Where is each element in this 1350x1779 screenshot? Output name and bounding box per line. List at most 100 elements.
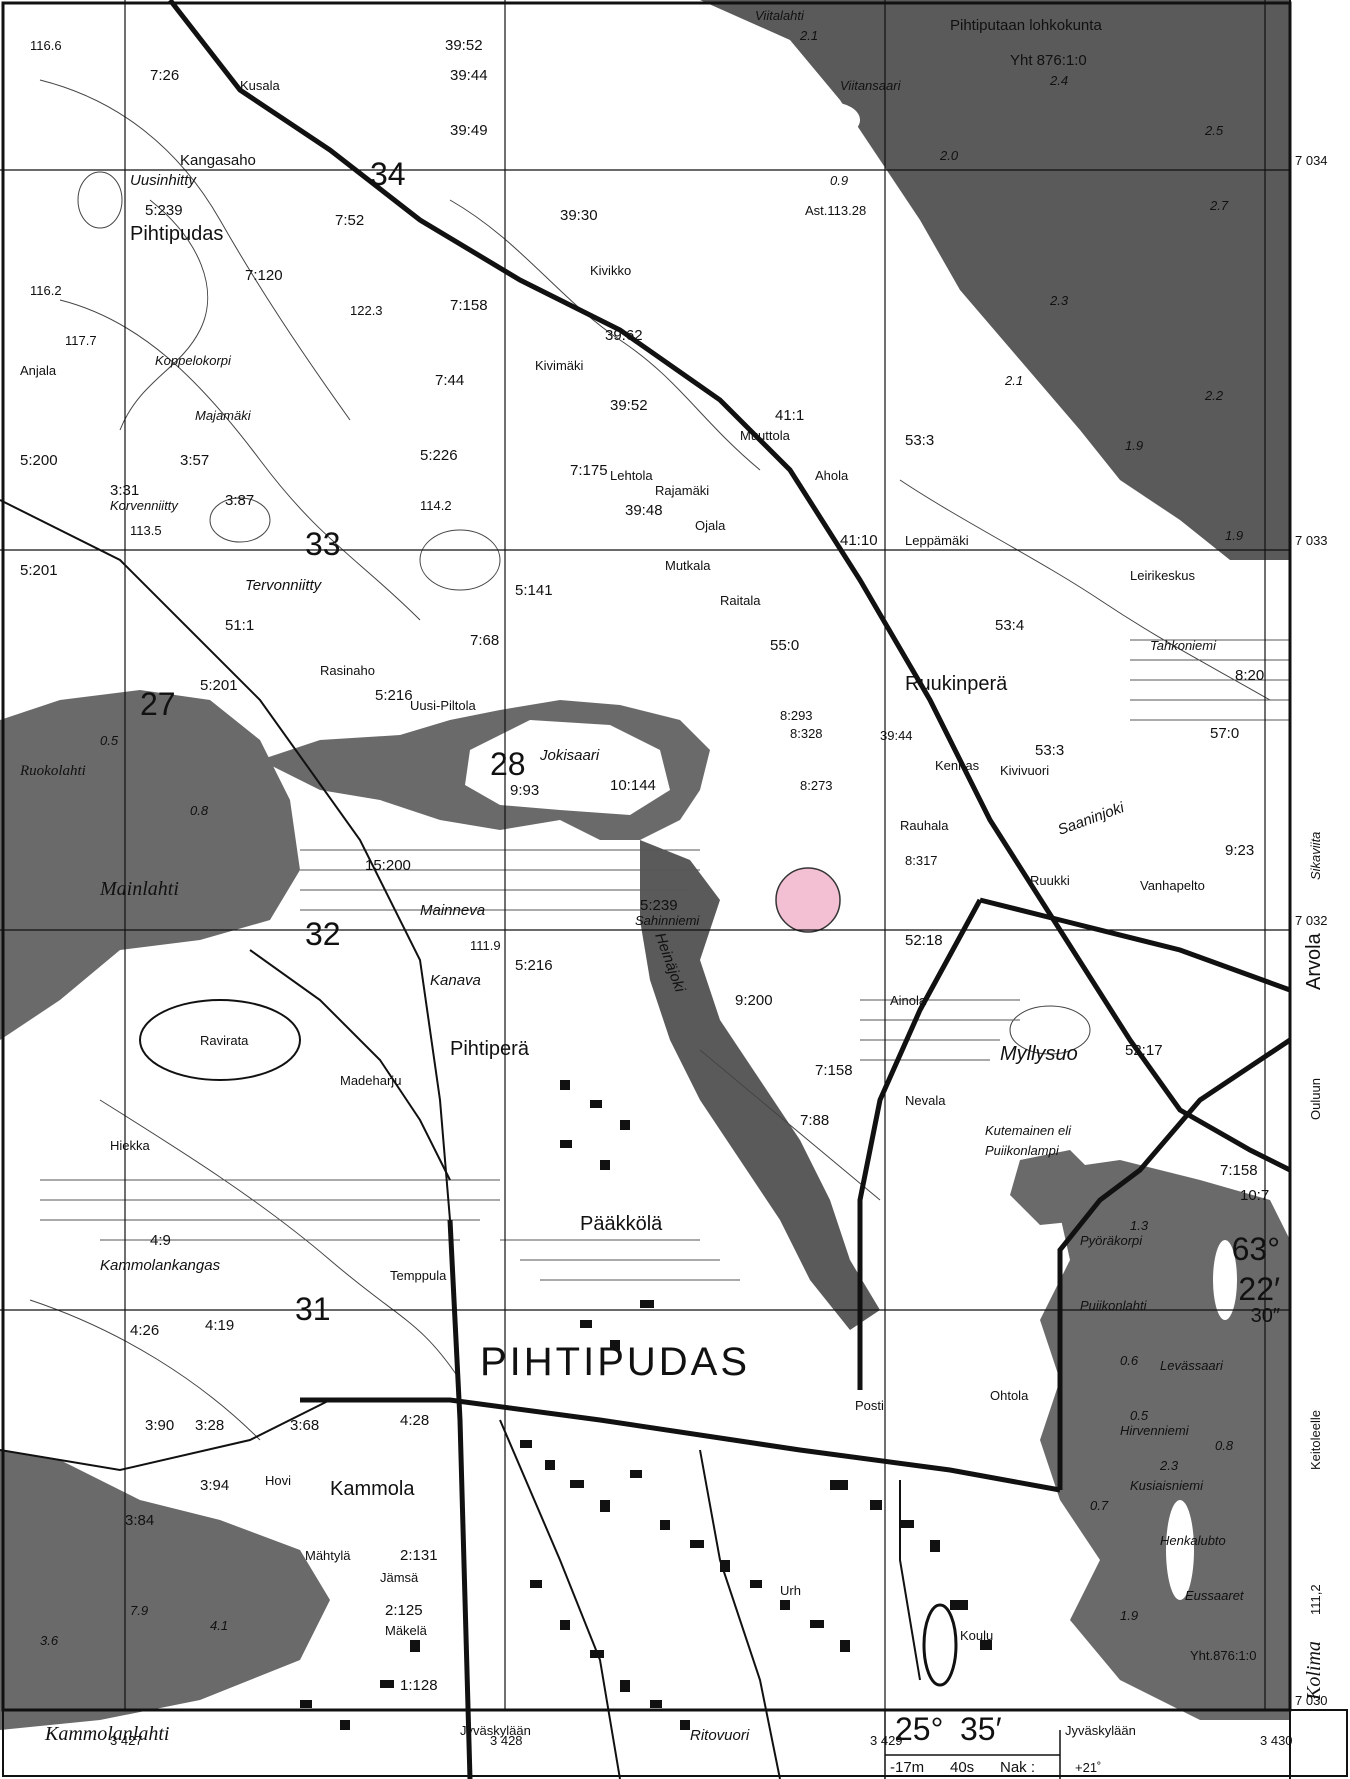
place-rauhala: Rauhala (900, 818, 949, 833)
parcel-number: 5:201 (20, 562, 58, 579)
place-kivivuori: Kivivuori (1000, 763, 1049, 778)
seconds: 40s (950, 1759, 974, 1776)
parcel-number: 8:273 (800, 778, 833, 793)
elevations: 116.6 116.2 117.7 113.5 122.3 114.2 111.… (30, 28, 1257, 1663)
parcel-number: 9:93 (510, 782, 539, 799)
depth: 0.5 (1130, 1408, 1149, 1423)
place-madeharju: Madeharju (340, 1073, 401, 1088)
place-paakkola: Pääkkölä (580, 1213, 663, 1235)
depth: 2.0 (939, 148, 959, 163)
parcel-number: 7:68 (470, 632, 499, 649)
place-kangasaho: Kangasaho (180, 152, 256, 169)
parcel-number: 39:49 (450, 122, 488, 139)
depth: 0.9 (830, 173, 848, 188)
square-27: 27 (140, 686, 176, 722)
island-viitansaari (800, 102, 860, 138)
place-kusala: Kusala (240, 78, 281, 93)
parcel-number: 52:18 (905, 932, 943, 949)
lake-puikonlampi (1010, 1150, 1100, 1225)
margin-jyvaskylaan-2: Jyväskylään (1065, 1723, 1136, 1738)
nak-label: Nak : (1000, 1759, 1035, 1776)
place-mahtyla: Mähtylä (305, 1548, 351, 1563)
place-temppula: Temppula (390, 1268, 447, 1283)
parcel-number: 3:84 (125, 1512, 154, 1529)
elevation: 113.5 (130, 523, 162, 538)
square-33: 33 (305, 526, 341, 562)
parcel-number: 9:23 (1225, 842, 1254, 859)
parcel-number: 39:44 (880, 728, 913, 743)
place-urh: Urh (780, 1583, 801, 1598)
declination: -17m (890, 1759, 924, 1776)
place-kammolankangas: Kammolankangas (100, 1257, 221, 1274)
parcel-number: 5:239 (145, 202, 183, 219)
place-uusipiltola: Uusi-Piltola (410, 698, 477, 713)
location-marker (775, 867, 841, 933)
place-vanhapelto: Vanhapelto (1140, 878, 1205, 893)
place-koulu: Koulu (960, 1628, 993, 1643)
depth: 0.5 (100, 733, 119, 748)
island-levasaari (1213, 1240, 1237, 1320)
place-kutemainen: Kutemainen eli (985, 1123, 1072, 1138)
header-lohkokunta: Pihtiputaan lohkokunta (950, 17, 1102, 34)
parcel-number: 5:216 (375, 687, 413, 704)
parcel-number: 3:68 (290, 1417, 319, 1434)
place-hovi: Hovi (265, 1473, 291, 1488)
grid-east-3428: 3 428 (490, 1733, 523, 1748)
place-muuttola: Muuttola (740, 428, 791, 443)
lake-top-right (700, 0, 1290, 560)
place-kammola: Kammola (330, 1478, 415, 1500)
place-pyorakorpi: Pyöräkorpi (1080, 1233, 1143, 1248)
parcel-number: 39:44 (450, 67, 488, 84)
place-korvenniitty: Korvenniitty (110, 498, 179, 513)
place-leirikeskus: Leirikeskus (1130, 568, 1196, 583)
parcel-number: 5:226 (420, 447, 458, 464)
grid-north-7034: 7 034 (1295, 153, 1328, 168)
margin-kolima-val: 111,2 (1308, 1584, 1323, 1615)
place-mainlahti: Mainlahti (99, 878, 179, 900)
parcel-number: 53:3 (1035, 742, 1064, 759)
depth: 2.4 (1049, 73, 1068, 88)
parcel-number: 7:175 (570, 462, 608, 479)
place-majamaki: Majamäki (195, 408, 252, 423)
parcel-number: 4:19 (205, 1317, 234, 1334)
margin-sikaviita: Sikaviita (1308, 832, 1323, 880)
parcel-number: 7:158 (815, 1062, 853, 1079)
place-kanava: Kanava (430, 972, 481, 989)
parcel-number: 5:239 (640, 897, 678, 914)
place-ohtola: Ohtola (990, 1388, 1029, 1403)
parcel-number: 3:28 (195, 1417, 224, 1434)
place-myllysuo: Myllysuo (1000, 1043, 1078, 1065)
ravirata-track (139, 999, 301, 1081)
place-ravirata: Ravirata (200, 1033, 249, 1048)
parcel-numbers: 39:52 39:44 39:49 39:30 39:62 39:52 39:4… (20, 37, 1269, 1694)
depth: 2.7 (1209, 198, 1229, 213)
square-28: 28 (490, 746, 526, 782)
margin-kammolanlahti: Kammolanlahti (44, 1723, 169, 1745)
place-rasinaho: Rasinaho (320, 663, 375, 678)
place-lehtola: Lehtola (610, 468, 653, 483)
place-mutkala: Mutkala (665, 558, 711, 573)
place-sahinniemi: Sahinniemi (635, 913, 700, 928)
depth: 0.6 (1120, 1353, 1139, 1368)
place-eussaaret: Eussaaret (1185, 1588, 1245, 1603)
margin-keitoleelle: Keitoleelle (1308, 1410, 1323, 1470)
parcel-number: 3:57 (180, 452, 209, 469)
elevation: Ast.113.28 (805, 203, 866, 218)
parcel-number: 39:30 (560, 207, 598, 224)
depth: 1.9 (1120, 1608, 1138, 1623)
parcel-number: 7:158 (450, 297, 488, 314)
place-puikkonlampi: Puiikonlampi (985, 1143, 1060, 1158)
parcel-number: 5:141 (515, 582, 553, 599)
river-heinajoki (640, 840, 880, 1330)
sports-track (922, 1603, 958, 1687)
parcel-number: 5:201 (200, 677, 238, 694)
place-leppamaki: Leppämäki (905, 533, 969, 548)
elevation: 122.3 (350, 303, 383, 318)
parcel-number: 41:1 (775, 407, 804, 424)
place-mainneva: Mainneva (420, 902, 485, 919)
elevation: 116.6 (30, 38, 62, 53)
depth: 7.9 (130, 1603, 148, 1618)
place-viitansaari: Viitansaari (840, 78, 902, 93)
place-hiekka: Hiekka (110, 1138, 151, 1153)
